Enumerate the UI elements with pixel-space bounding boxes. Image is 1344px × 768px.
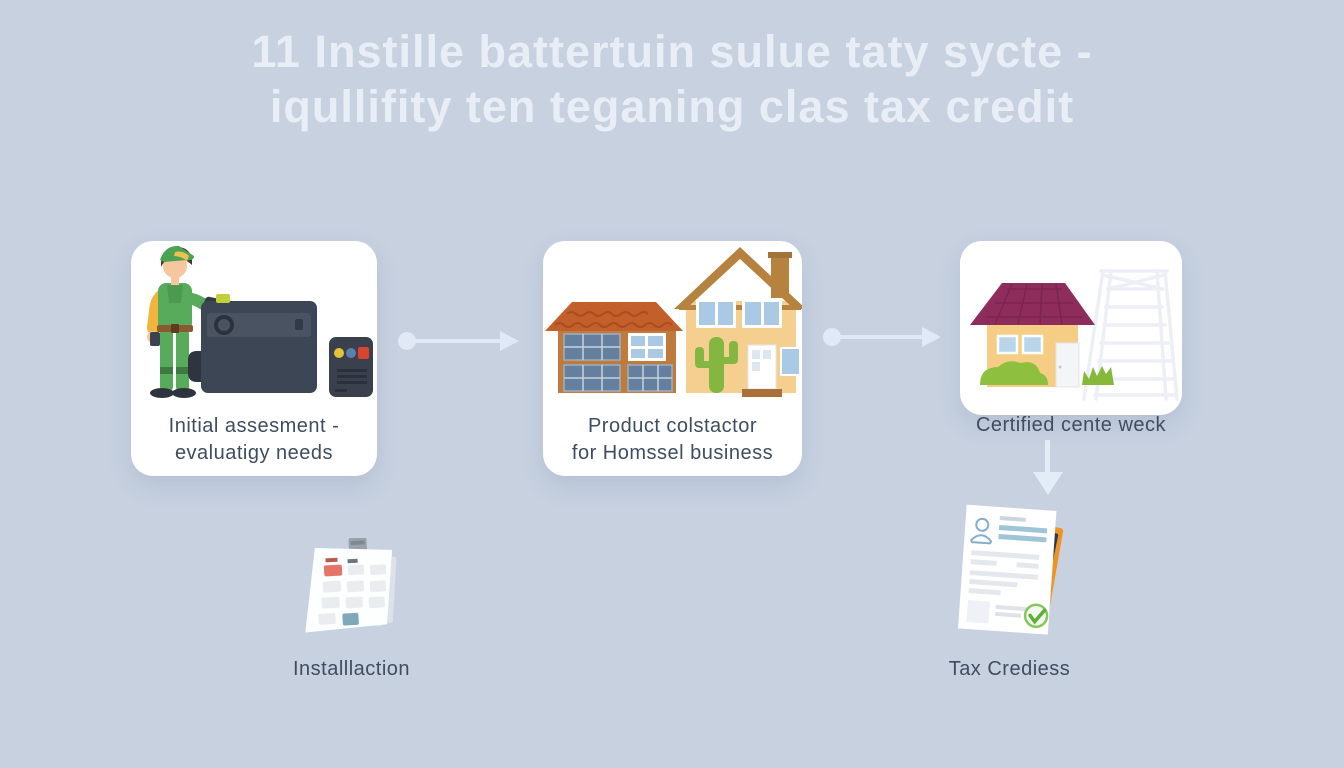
- step-card-certified-work: [960, 241, 1182, 415]
- tall-house: [674, 247, 802, 397]
- tax-document-illustration: [958, 504, 1064, 635]
- tax-credits-label: Tax Crediess: [948, 658, 1071, 680]
- battery-unit: [188, 294, 317, 393]
- installation-label: Installlaction: [292, 658, 411, 680]
- check-icon: [1023, 603, 1049, 629]
- step-label: for Homssel business: [571, 442, 774, 464]
- solar-houses-illustration: [545, 247, 802, 397]
- solar-house: [545, 302, 683, 393]
- cactus: [695, 337, 738, 393]
- step-label: Initial assesment -: [168, 415, 340, 437]
- title-line-2: iqullifity ten teganing clas tax credit: [269, 81, 1075, 132]
- page-title: 11 Instille battertuin sulue taty sycte …: [0, 24, 1344, 134]
- bush: [1082, 366, 1114, 385]
- signature-box: [966, 599, 990, 624]
- calendar-illustration: [305, 538, 397, 633]
- grass: [980, 361, 1048, 385]
- control-panel: [329, 337, 373, 397]
- purple-roof-house: [970, 283, 1114, 388]
- document-page: [958, 504, 1057, 635]
- worker-figure: [147, 245, 224, 398]
- house-scaffolding-illustration: [970, 269, 1179, 401]
- title-line-1: 11 Instille battertuin sulue taty sycte …: [251, 26, 1093, 77]
- person-icon: [970, 517, 993, 545]
- step-label: Certified cente weck: [975, 414, 1167, 436]
- step-label: evaluatigy needs: [174, 442, 334, 464]
- right-arrow-icon: [398, 331, 519, 351]
- step-card-product-selection: Product colstactor for Homssel business: [543, 241, 802, 476]
- technician-battery-illustration: [147, 245, 373, 398]
- right-arrow-icon: [823, 327, 941, 347]
- calendar-teal-cell: [342, 612, 359, 626]
- down-arrow-icon: [1033, 440, 1063, 495]
- step-label: Product colstactor: [587, 415, 758, 437]
- calendar-cells: [318, 564, 387, 625]
- calendar-red-cell: [323, 564, 343, 577]
- step-card-initial-assessment: Initial assesment - evaluatigy needs: [131, 241, 377, 476]
